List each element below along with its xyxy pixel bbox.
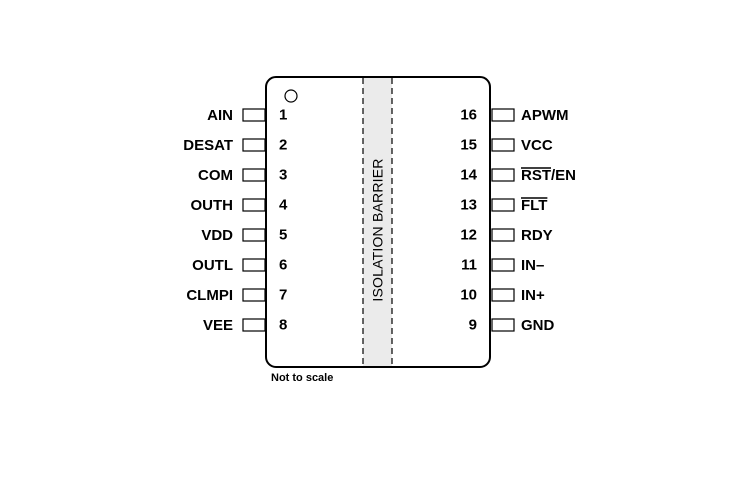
pin-10-number: 10 [460, 287, 477, 304]
isolation-barrier-region [363, 78, 392, 366]
pin-9-name-main: GND [521, 317, 555, 334]
pin-5-name-main: VDD [201, 227, 233, 244]
pin-6-name-main: OUTL [192, 257, 233, 274]
pin-6-name: OUTL [192, 257, 233, 274]
pin-14-name-suffix: /EN [551, 167, 576, 184]
pin-11-number: 11 [461, 257, 477, 274]
pin-11-lead [491, 258, 515, 272]
right-pin-group: 16 APWM 15 VCC 14 RST/EN 13 FLT 12 RDY 11 IN– 10 IN+ 9… [460, 107, 576, 334]
scale-note: Not to scale [271, 372, 333, 384]
pin-6-lead [242, 258, 266, 272]
pin-2-lead [242, 138, 266, 152]
pin-15-name: VCC [521, 137, 553, 154]
pin-13-number: 13 [460, 197, 477, 214]
pin-16-name: APWM [521, 107, 569, 124]
pin-10-name: IN+ [521, 287, 545, 304]
pin-12-number: 12 [460, 227, 477, 244]
pin-7-name: CLMPI [186, 287, 233, 304]
pin-6-number: 6 [279, 257, 287, 274]
pin-2-number: 2 [279, 137, 287, 154]
pin-1-name: AIN [207, 107, 233, 124]
pin-1-number: 1 [279, 107, 287, 124]
pin-9-lead [491, 318, 515, 332]
pin-7-number: 7 [279, 287, 287, 304]
pin-8-number: 8 [279, 317, 287, 334]
pin-16-number: 16 [460, 107, 477, 124]
pin-14-name-main: RST [521, 167, 551, 184]
pin-12-lead [491, 228, 515, 242]
pin-2-name-main: DESAT [183, 137, 233, 154]
pin-5-name: VDD [201, 227, 233, 244]
pin-3-name: COM [198, 167, 233, 184]
pin-15-lead [491, 138, 515, 152]
pin-5-lead [242, 228, 266, 242]
pin-12-name: RDY [521, 227, 553, 244]
pin-7-name-main: CLMPI [186, 287, 233, 304]
left-pin-group: 1 AIN 2 DESAT 3 COM 4 OUTH 5 VDD 6 OUTL 7 CLMPI 8 VEE [183, 107, 288, 334]
pin-9-number: 9 [469, 317, 477, 334]
pin-14-lead [491, 168, 515, 182]
pin-2-name: DESAT [183, 137, 233, 154]
pin-1-marker [284, 89, 298, 103]
pin-4-number: 4 [279, 197, 288, 214]
pin-14-name: RST/EN [521, 167, 576, 184]
pin-4-lead [242, 198, 266, 212]
pin-4-name: OUTH [191, 197, 234, 214]
pin-16-name-main: APWM [521, 107, 569, 124]
pin-1-lead [242, 108, 266, 122]
pin-8-lead [242, 318, 266, 332]
pin-3-name-main: COM [198, 167, 233, 184]
pin-15-name-main: VCC [521, 137, 553, 154]
pin-9-name: GND [521, 317, 555, 334]
pin-16-lead [491, 108, 515, 122]
pin-3-number: 3 [279, 167, 287, 184]
pin-8-name-main: VEE [203, 317, 233, 334]
pin-12-name-main: RDY [521, 227, 553, 244]
pin-11-name-main: IN– [521, 257, 544, 274]
pin-14-number: 14 [460, 167, 477, 184]
pin-3-lead [242, 168, 266, 182]
pin-7-lead [242, 288, 266, 302]
pin-10-name-main: IN+ [521, 287, 545, 304]
pin-10-lead [491, 288, 515, 302]
pin-13-name: FLT [521, 197, 547, 214]
pin-8-name: VEE [203, 317, 233, 334]
pin-1-name-main: AIN [207, 107, 233, 124]
pin-15-number: 15 [460, 137, 477, 154]
pin-13-name-main: FLT [521, 197, 547, 214]
pin-11-name: IN– [521, 257, 544, 274]
isolation-barrier-label: ISOLATION BARRIER [370, 158, 386, 301]
pin-4-name-main: OUTH [191, 197, 234, 214]
pin-5-number: 5 [279, 227, 287, 244]
pin-13-lead [491, 198, 515, 212]
